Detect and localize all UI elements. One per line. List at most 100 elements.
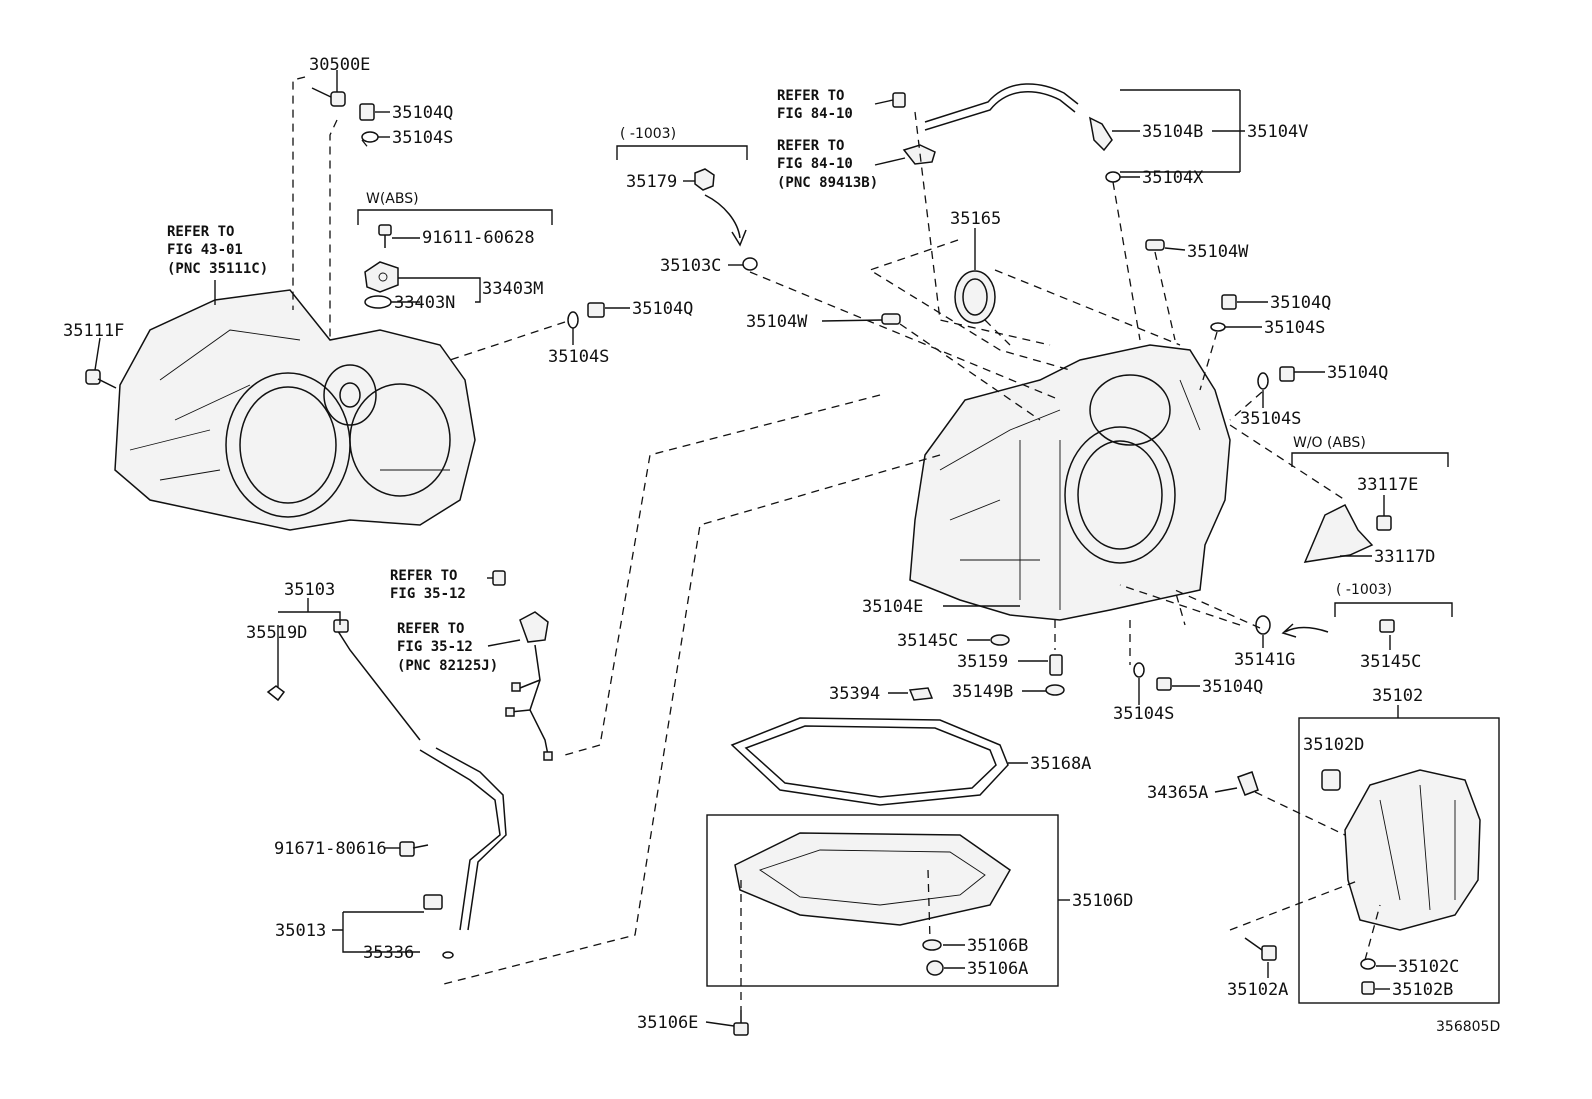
washer-35145C-a bbox=[990, 634, 1010, 646]
plug-35102B bbox=[1361, 981, 1375, 995]
label-35104S-d: 35104S bbox=[1240, 409, 1301, 429]
bolt-30500E bbox=[311, 87, 346, 107]
svg-text:(PNC 35111C): (PNC 35111C) bbox=[167, 261, 268, 277]
label-30500E: 30500E bbox=[309, 55, 370, 75]
label-35179: 35179 bbox=[626, 172, 677, 192]
group-bracket-wo-abs: W/O (ABS) bbox=[1291, 435, 1449, 467]
label-33403N: 33403N bbox=[394, 293, 455, 313]
label-35145C-b: 35145C bbox=[1360, 652, 1421, 672]
transaxle-housing-left bbox=[114, 289, 476, 531]
group-label-range-b: ( -1003) bbox=[1336, 582, 1392, 598]
bolt-91671-80616 bbox=[399, 841, 429, 857]
extension-housing-35102 bbox=[1344, 769, 1481, 931]
spacer-35159 bbox=[1049, 654, 1063, 676]
refer-note-fig-84-10-b: REFER TO FIG 84-10 (PNC 89413B) bbox=[777, 138, 878, 191]
oring-35104S-e bbox=[1133, 662, 1145, 678]
refer-note-fig-35-12-a: REFER TO FIG 35-12 bbox=[390, 568, 466, 602]
label-35159: 35159 bbox=[957, 652, 1008, 672]
label-35104W-b: 35104W bbox=[746, 312, 808, 332]
label-35104Q-c: 35104Q bbox=[1270, 293, 1331, 313]
label-35111F: 35111F bbox=[63, 321, 124, 341]
svg-text:REFER TO: REFER TO bbox=[390, 568, 457, 584]
label-35104B: 35104B bbox=[1142, 122, 1203, 142]
breather-hose-35104V bbox=[924, 83, 1079, 131]
oring-35336 bbox=[442, 951, 454, 959]
bracket-33117D bbox=[1303, 503, 1374, 563]
oring-35104X bbox=[1105, 171, 1121, 183]
arrow-35179 bbox=[704, 194, 747, 247]
oring-35102C bbox=[1360, 958, 1376, 970]
arrow-35141G bbox=[1281, 623, 1329, 638]
label-35103C: 35103C bbox=[660, 256, 721, 276]
magnet-35394 bbox=[908, 687, 934, 701]
svg-text:FIG 84-10: FIG 84-10 bbox=[777, 156, 853, 172]
label-35168A: 35168A bbox=[1030, 754, 1091, 774]
label-35013: 35013 bbox=[275, 921, 326, 941]
svg-text:REFER TO: REFER TO bbox=[777, 88, 844, 104]
label-35103: 35103 bbox=[284, 580, 335, 600]
refer-note-fig-43-01: REFER TO FIG 43-01 (PNC 35111C) bbox=[167, 224, 268, 277]
oring-35104S-b bbox=[567, 311, 579, 329]
pin-35104W-a bbox=[1145, 239, 1165, 251]
label-35104V: 35104V bbox=[1247, 122, 1308, 142]
svg-text:REFER TO: REFER TO bbox=[167, 224, 234, 240]
oil-seal-35165 bbox=[954, 270, 996, 324]
transaxle-case-right bbox=[909, 344, 1231, 621]
label-35104S-b: 35104S bbox=[548, 347, 609, 367]
label-35104X: 35104X bbox=[1142, 168, 1204, 188]
label-35104Q-b: 35104Q bbox=[632, 299, 693, 319]
svg-text:REFER TO: REFER TO bbox=[397, 621, 464, 637]
gasket-35168A bbox=[730, 717, 1009, 806]
plug-35104Q-d bbox=[1279, 366, 1295, 382]
svg-text:(PNC 82125J): (PNC 82125J) bbox=[397, 658, 498, 674]
label-33117D: 33117D bbox=[1374, 547, 1435, 567]
label-34365A: 34365A bbox=[1147, 783, 1208, 803]
svg-text:FIG 35-12: FIG 35-12 bbox=[390, 586, 466, 602]
label-35149B: 35149B bbox=[952, 682, 1013, 702]
label-35104Q-e: 35104Q bbox=[1202, 677, 1263, 697]
gasket-35106B bbox=[922, 939, 942, 951]
label-35104Q-d: 35104Q bbox=[1327, 363, 1388, 383]
refer-note-fig-35-12-b: REFER TO FIG 35-12 (PNC 82125J) bbox=[397, 621, 498, 674]
label-35102B: 35102B bbox=[1392, 980, 1453, 1000]
group-bracket-w-abs: W(ABS) bbox=[357, 191, 553, 225]
oring-35104S-a bbox=[361, 131, 379, 143]
bolt-35102A bbox=[1244, 937, 1277, 961]
bolt-33117E bbox=[1376, 515, 1392, 531]
label-35104S-c: 35104S bbox=[1264, 318, 1325, 338]
plug-35179 bbox=[694, 168, 715, 191]
plug-35104Q-a bbox=[359, 103, 375, 121]
label-33403M: 33403M bbox=[482, 279, 543, 299]
label-91671-80616: 91671-80616 bbox=[274, 839, 387, 859]
clip-35519D bbox=[266, 685, 286, 702]
dipstick-35103 bbox=[333, 619, 421, 741]
group-label-range-a: ( -1003) bbox=[620, 126, 676, 142]
leader-lines bbox=[94, 70, 1399, 1027]
plug-35104Q-e bbox=[1156, 677, 1172, 691]
label-35165: 35165 bbox=[950, 209, 1001, 229]
speed-sensor-33403M bbox=[364, 261, 399, 293]
bolt-35106E bbox=[733, 1010, 749, 1036]
pin-35104W-b bbox=[881, 313, 901, 325]
group-label-wo-abs: W/O (ABS) bbox=[1293, 435, 1366, 451]
label-35104S-e: 35104S bbox=[1113, 704, 1174, 724]
label-35106A: 35106A bbox=[967, 959, 1028, 979]
svg-text:(PNC 89413B): (PNC 89413B) bbox=[777, 175, 878, 191]
label-35104W-a: 35104W bbox=[1187, 242, 1249, 262]
group-bracket-range-b: ( -1003) bbox=[1334, 582, 1453, 617]
oring-35104S-d bbox=[1257, 372, 1269, 390]
harness-82125J bbox=[505, 611, 553, 761]
plug-34365A bbox=[1237, 771, 1259, 796]
label-35102A: 35102A bbox=[1227, 980, 1288, 1000]
label-35394: 35394 bbox=[829, 684, 880, 704]
group-box-35102 bbox=[1298, 717, 1500, 1004]
plug-35104Q-b bbox=[587, 302, 605, 318]
bolt-35111F bbox=[85, 369, 117, 389]
svg-text:FIG 43-01: FIG 43-01 bbox=[167, 242, 243, 258]
label-35336: 35336 bbox=[363, 943, 414, 963]
label-35104Q-a: 35104Q bbox=[392, 103, 453, 123]
bushing-35102D bbox=[1321, 769, 1341, 791]
label-33117E: 33117E bbox=[1357, 475, 1418, 495]
group-bracket-range-a: ( -1003) bbox=[616, 126, 748, 160]
